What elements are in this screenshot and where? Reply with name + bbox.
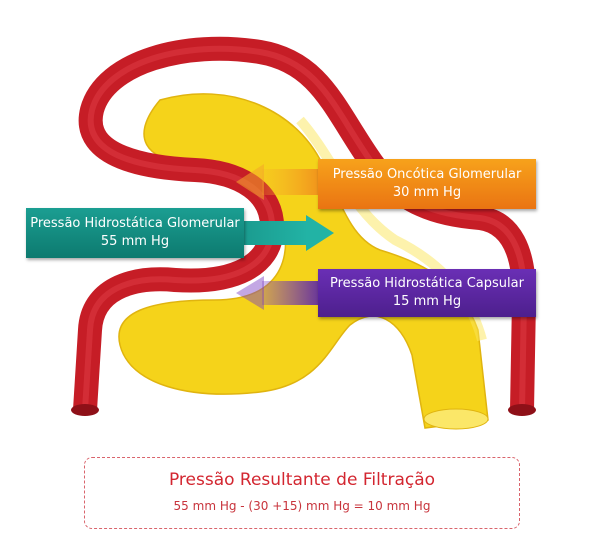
- hidrostatica-glomerular-label: Pressão Hidrostática Glomerular 55 mm Hg: [26, 208, 244, 258]
- result-panel: Pressão Resultante de Filtração 55 mm Hg…: [84, 457, 520, 529]
- oncotica-glomerular-value: 30 mm Hg: [392, 185, 462, 200]
- result-title: Pressão Resultante de Filtração: [168, 470, 436, 490]
- bowman-capsule: [118, 93, 489, 430]
- oncotica-glomerular-title: Pressão Oncótica Glomerular: [332, 167, 522, 182]
- hidrostatica-glomerular-value: 55 mm Hg: [100, 234, 170, 249]
- hidrostatica-capsular-title: Pressão Hidrostática Capsular: [330, 276, 524, 291]
- arrow-hidrostatica-capsular: [236, 276, 326, 310]
- result-formula: 55 mm Hg - (30 +15) mm Hg = 10 mm Hg: [173, 499, 431, 513]
- hidrostatica-capsular-value: 15 mm Hg: [392, 294, 462, 309]
- hidrostatica-glomerular-title: Pressão Hidrostática Glomerular: [30, 216, 240, 231]
- oncotica-glomerular-label: Pressão Oncótica Glomerular 30 mm Hg: [318, 159, 536, 209]
- arrow-hidrostatica-glomerular: [240, 215, 334, 251]
- glomerular-vessel: [71, 36, 537, 416]
- arrow-oncotica: [236, 164, 326, 200]
- hidrostatica-capsular-label: Pressão Hidrostática Capsular 15 mm Hg: [318, 269, 536, 317]
